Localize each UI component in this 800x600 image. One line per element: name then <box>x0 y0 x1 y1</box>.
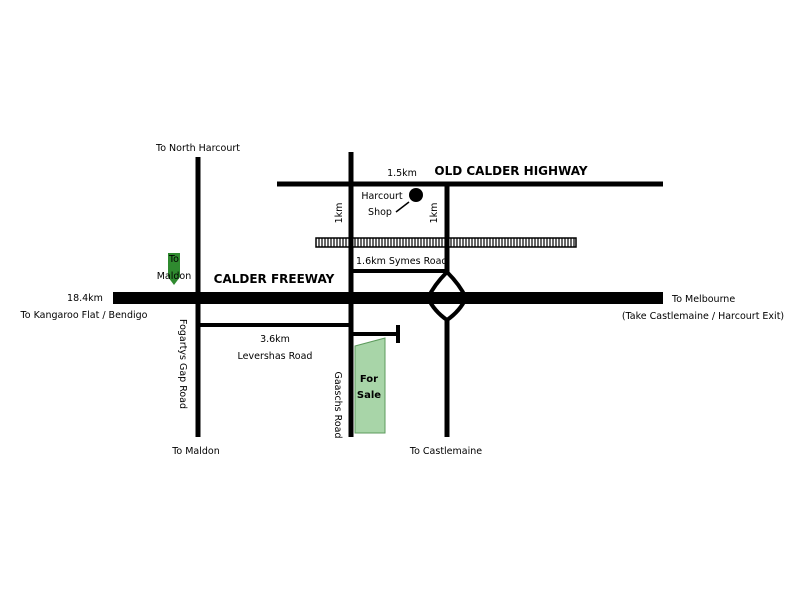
maldon-arrow-icon <box>168 253 180 285</box>
levershas-road-label: Levershas Road <box>238 351 313 362</box>
to-kangaroo-flat-label: To Kangaroo Flat / Bendigo <box>20 310 148 321</box>
levershas-distance-label: 3.6km <box>260 334 290 345</box>
gaaschs-road-label: Gaaschs Road <box>332 371 343 438</box>
freeway-interchange <box>425 270 469 322</box>
vertical-left-distance-label: 1km <box>334 203 345 224</box>
harcourt-shop-marker <box>409 188 423 202</box>
to-melbourne-label: To Melbourne <box>671 294 735 305</box>
maldon-arrow-label-line1: To <box>168 254 179 265</box>
harcourt-shop-label-line2: Shop <box>368 207 392 218</box>
fogartys-gap-road-label: Fogartys Gap Road <box>177 319 188 409</box>
to-north-harcourt-label: To North Harcourt <box>155 143 240 154</box>
maldon-arrow-label-line2: Maldon <box>157 271 192 282</box>
calder-freeway-label: CALDER FREEWAY <box>214 272 335 286</box>
symes-road-label: 1.6km Symes Road <box>356 256 447 267</box>
harcourt-shop-label-line1: Harcourt <box>361 191 403 202</box>
for-sale-label-line1: For <box>360 374 378 385</box>
for-sale-parcel[interactable] <box>354 337 386 434</box>
freeway-left-distance-label: 18.4km <box>67 293 103 304</box>
old-calder-highway-label: OLD CALDER HIGHWAY <box>434 164 588 178</box>
for-sale-label-line2: Sale <box>357 390 381 401</box>
melbourne-exit-note: (Take Castlemaine / Harcourt Exit) <box>622 311 784 322</box>
vertical-right-distance-label: 1km <box>429 203 440 224</box>
harcourt-shop-pointer <box>395 201 410 213</box>
old-highway-distance-label: 1.5km <box>387 168 417 179</box>
to-maldon-label: To Maldon <box>171 446 220 457</box>
to-castlemaine-label: To Castlemaine <box>409 446 482 457</box>
